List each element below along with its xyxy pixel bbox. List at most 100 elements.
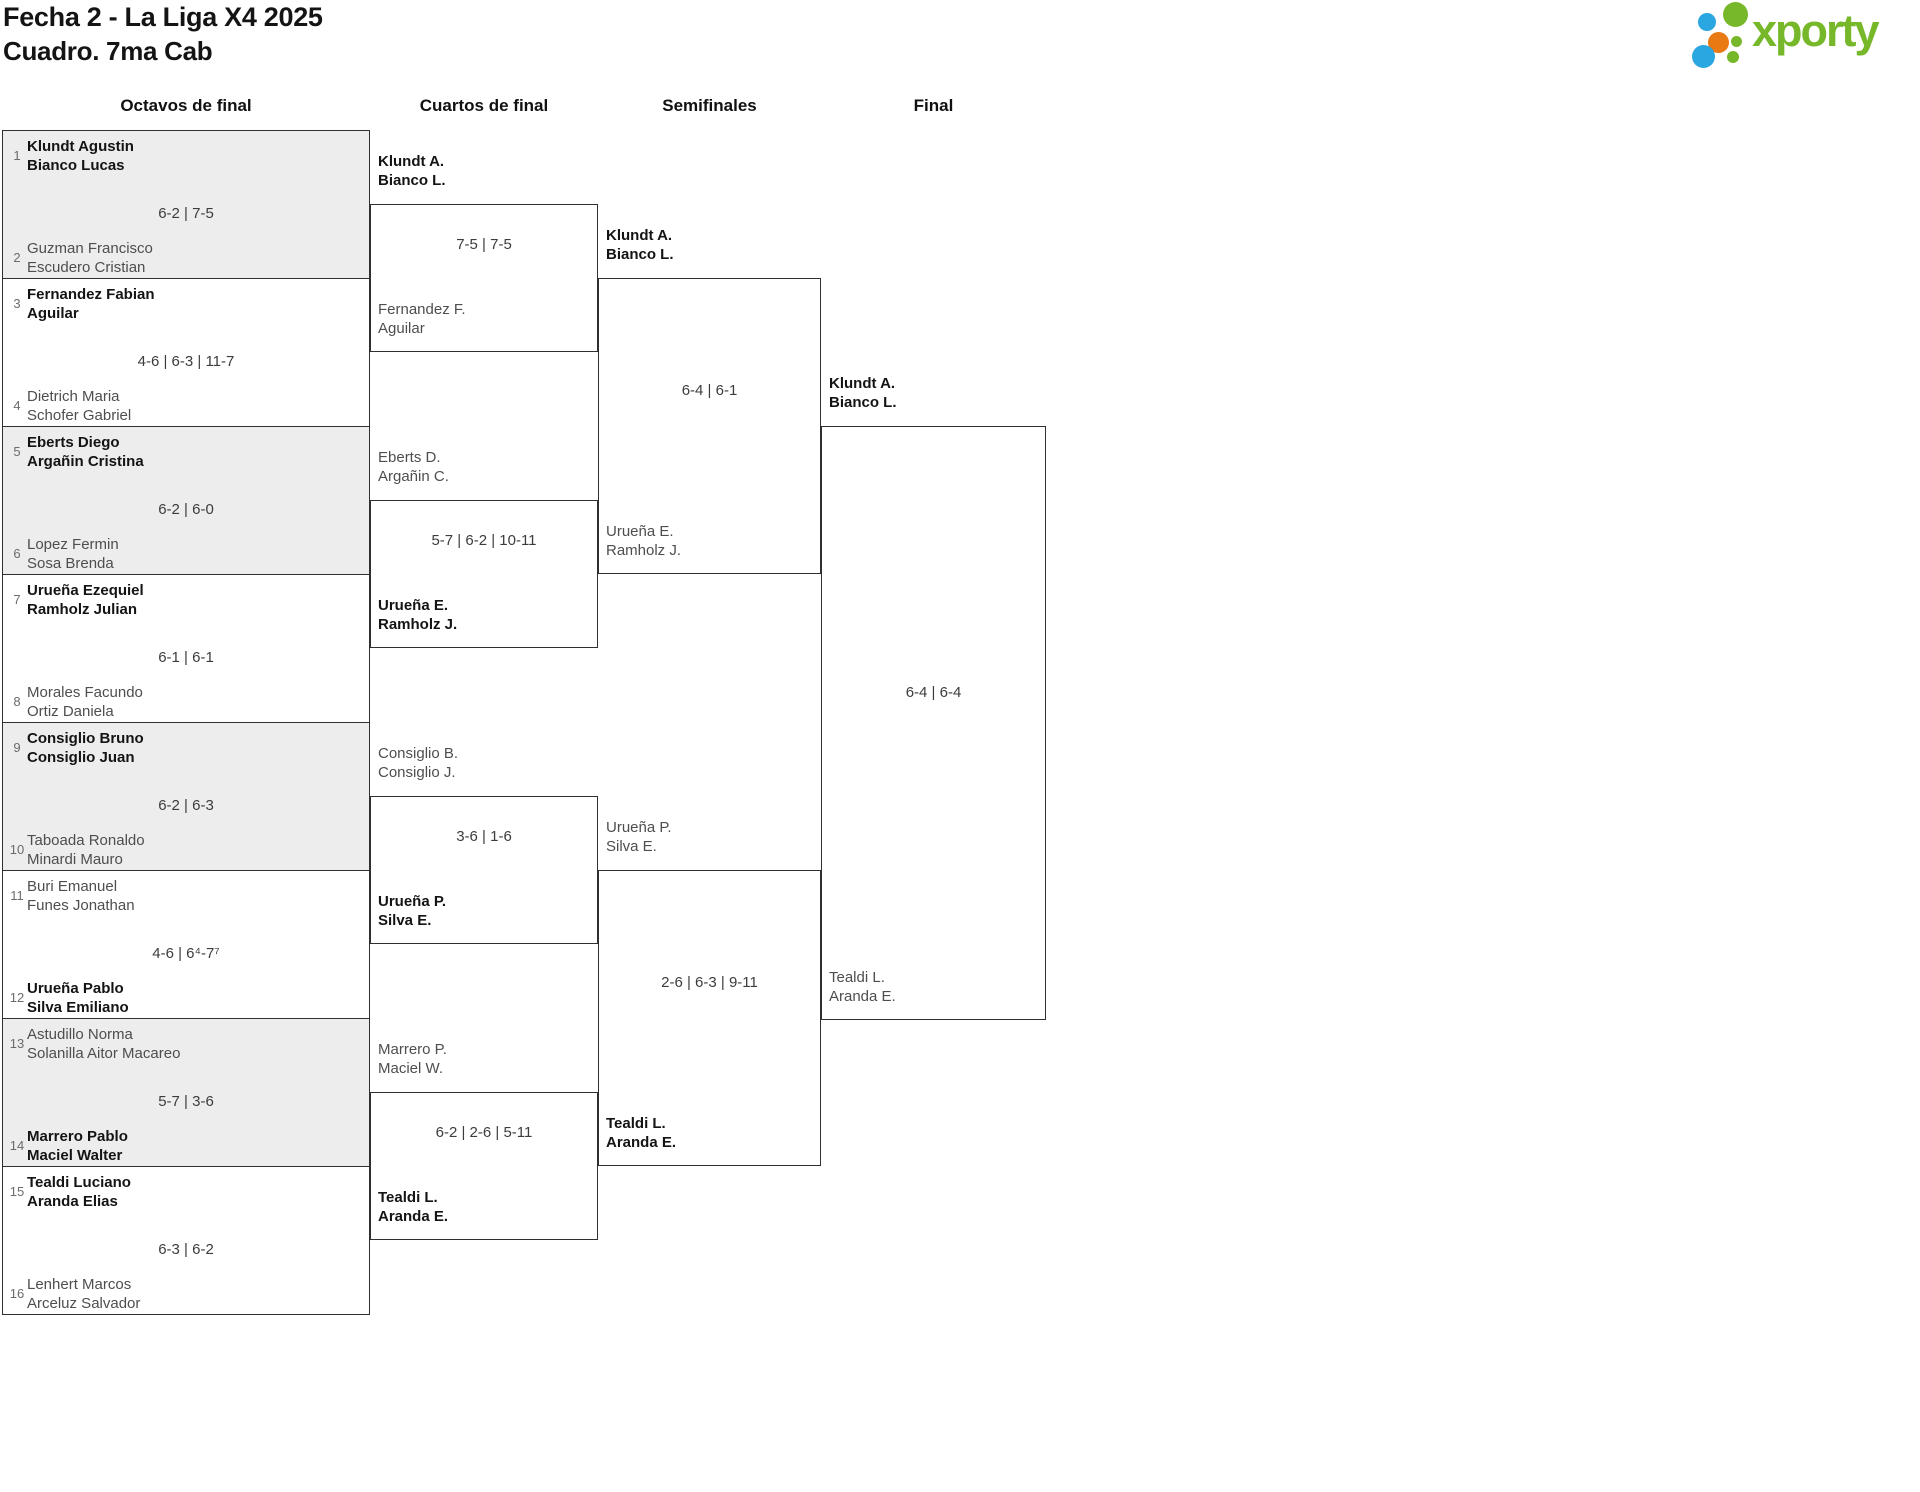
seed-number: 3 [13, 296, 21, 311]
qf3-bracket-box [370, 796, 598, 944]
player-name: Tealdi L. [606, 1115, 666, 1132]
octavos-column: 1 Klundt Agustin Bianco Lucas 6-2 | 7-5 … [2, 130, 370, 1315]
seed-number: 5 [13, 444, 21, 459]
seed-number: 2 [13, 250, 21, 265]
r16-match-3-team-top: Eberts Diego Argañin Cristina [27, 433, 144, 471]
sf1-score: 6-4 | 6-1 [681, 382, 738, 399]
xporty-logo[interactable]: xporty [1688, 0, 1918, 72]
player-name: Fernandez F. [378, 301, 466, 318]
player-name: Escudero Cristian [27, 259, 146, 276]
r16-match-7-team-bottom: Marrero Pablo Maciel Walter [27, 1127, 128, 1165]
player-name: Ramholz J. [378, 616, 458, 633]
player-name: Lenhert Marcos [27, 1276, 132, 1293]
qf1-bracket-box [370, 204, 598, 352]
qf4-team-top: Marrero P. Maciel W. [378, 1040, 447, 1078]
player-name: Aranda E. [606, 1134, 677, 1151]
logo-dot-blue-small [1698, 13, 1716, 31]
player-name: Aranda Elias [27, 1193, 118, 1210]
player-name: Urueña E. [606, 523, 674, 540]
match-score: 6-1 | 6-1 [158, 649, 214, 666]
player-name: Bianco L. [378, 172, 446, 189]
r16-match-8-team-bottom: Lenhert Marcos Arceluz Salvador [27, 1275, 140, 1313]
r16-match-1-team-top: Klundt Agustin Bianco Lucas [27, 137, 134, 175]
sf1-team-bottom: Urueña E. Ramholz J. [606, 522, 681, 560]
player-name: Aranda E. [829, 988, 896, 1005]
final-team-bottom: Tealdi L. Aranda E. [829, 968, 896, 1006]
player-name: Consiglio Juan [27, 749, 135, 766]
seed-number: 12 [9, 990, 25, 1005]
qf4-score: 6-2 | 2-6 | 5-11 [435, 1124, 533, 1141]
seed-number: 1 [13, 148, 21, 163]
player-name: Klundt A. [606, 227, 673, 244]
r16-match-5-team-bottom: Taboada Ronaldo Minardi Mauro [27, 831, 145, 869]
seed-number: 9 [13, 740, 21, 755]
sf1-bracket-box [598, 278, 821, 574]
player-name: Silva E. [606, 838, 657, 855]
player-name: Dietrich Maria [27, 388, 120, 405]
qf2-score: 5-7 | 6-2 | 10-11 [431, 532, 537, 549]
player-name: Klundt Agustin [27, 138, 134, 155]
player-name: Ramholz J. [606, 542, 682, 559]
final-score: 6-4 | 6-4 [905, 684, 962, 701]
player-name: Tealdi L. [829, 969, 885, 986]
logo-wordmark: xporty [1752, 5, 1880, 56]
page-title: Fecha 2 - La Liga X4 2025 [3, 2, 323, 32]
player-name: Aranda E. [378, 1208, 449, 1225]
player-name: Eberts D. [378, 449, 441, 466]
logo-dot-green-large [1723, 2, 1748, 27]
sf2-score: 2-6 | 6-3 | 9-11 [661, 974, 758, 991]
player-name: Arceluz Salvador [27, 1295, 141, 1312]
round-header-cuartos: Cuartos de final [419, 96, 549, 115]
player-name: Tealdi L. [378, 1189, 438, 1206]
match-score: 6-2 | 7-5 [158, 205, 214, 222]
player-name: Marrero Pablo [27, 1128, 128, 1145]
player-name: Bianco L. [606, 246, 674, 263]
qf2-team-bottom: Urueña E. Ramholz J. [378, 596, 457, 634]
r16-match-5: 9 Consiglio Bruno Consiglio Juan 6-2 | 6… [3, 723, 369, 871]
player-name: Argañin C. [378, 468, 449, 485]
player-name: Klundt A. [378, 153, 445, 170]
match-score: 6-2 | 6-3 [158, 797, 214, 814]
player-name: Buri Emanuel [27, 878, 118, 895]
player-name: Maciel W. [378, 1060, 444, 1077]
match-score: 6-3 | 6-2 [158, 1241, 214, 1258]
round-header-semifinales: Semifinales [662, 96, 757, 115]
player-name: Minardi Mauro [27, 851, 123, 868]
match-score: 6-2 | 6-0 [158, 501, 214, 518]
r16-match-5-team-top: Consiglio Bruno Consiglio Juan [27, 729, 144, 767]
seed-number: 15 [9, 1184, 25, 1199]
player-name: Urueña P. [606, 819, 672, 836]
qf2-team-top: Eberts D. Argañin C. [378, 448, 449, 486]
player-name: Ortiz Daniela [27, 703, 114, 720]
player-name: Fernandez Fabian [27, 286, 155, 303]
qf1-score: 7-5 | 7-5 [456, 236, 512, 253]
player-name: Morales Facundo [27, 684, 143, 701]
sf2-team-bottom: Tealdi L. Aranda E. [606, 1114, 676, 1152]
round-header-final: Final [913, 96, 954, 115]
player-name: Silva E. [378, 912, 432, 929]
r16-match-7: 13 Astudillo Norma Solanilla Aitor Macar… [3, 1019, 369, 1167]
seed-number: 10 [9, 842, 25, 857]
sf2-team-top: Urueña P. Silva E. [606, 818, 672, 856]
logo-dot-orange [1708, 32, 1729, 53]
r16-match-2: 3 Fernandez Fabian Aguilar 4-6 | 6-3 | 1… [3, 279, 369, 427]
match-score: 4-6 | 6⁴-7⁷ [152, 945, 220, 962]
player-name: Marrero P. [378, 1041, 447, 1058]
player-name: Lopez Fermin [27, 536, 119, 553]
player-name: Tealdi Luciano [27, 1174, 131, 1191]
qf1-team-top: Klundt A. Bianco L. [378, 152, 446, 190]
final-bracket-box [821, 426, 1046, 1020]
logo-dot-green-small [1727, 51, 1739, 63]
seed-number: 6 [13, 546, 21, 561]
round-header-octavos: Octavos de final [120, 96, 252, 115]
r16-match-1-team-bottom: Guzman Francisco Escudero Cristian [27, 239, 153, 277]
logo-dot-green-mid [1731, 36, 1742, 47]
player-name: Schofer Gabriel [27, 407, 132, 424]
r16-match-4-team-top: Urueña Ezequiel Ramholz Julian [27, 581, 144, 619]
seed-number: 4 [13, 398, 21, 413]
seed-number: 7 [13, 592, 21, 607]
seed-number: 14 [9, 1138, 25, 1153]
r16-match-1: 1 Klundt Agustin Bianco Lucas 6-2 | 7-5 … [3, 131, 369, 279]
qf3-team-bottom: Urueña P. Silva E. [378, 892, 446, 930]
